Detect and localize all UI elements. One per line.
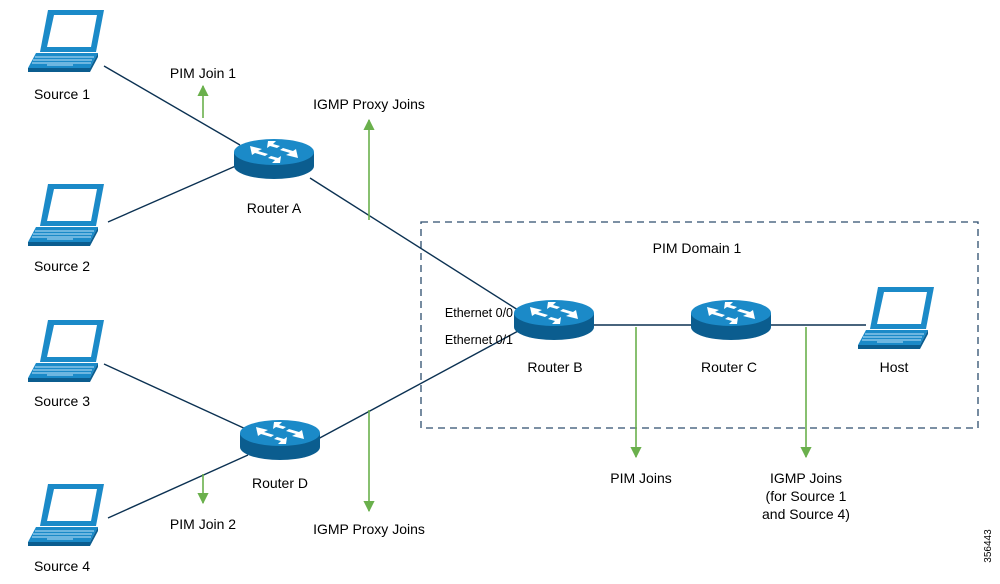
router-a-icon [234, 139, 314, 179]
link-router-d-router-b [315, 329, 521, 441]
host-label: Host [880, 359, 909, 375]
source2-label: Source 2 [34, 258, 90, 274]
router-c-icon [691, 300, 771, 340]
pim-domain-label: PIM Domain 1 [653, 240, 742, 256]
router-c-label: Router C [701, 359, 757, 375]
link-source4-router-d [107, 454, 249, 519]
source1-label: Source 1 [34, 86, 90, 102]
router-b-label: Router B [527, 359, 582, 375]
pim-join-1-label: PIM Join 1 [170, 65, 236, 81]
figure-id: 356443 [983, 529, 994, 563]
source2-laptop-icon [27, 183, 105, 247]
join-arrows [197, 84, 812, 513]
source4-label: Source 4 [34, 558, 90, 574]
router-d-label: Router D [252, 475, 308, 491]
igmp-joins-label-line2: (for Source 1 [766, 488, 847, 504]
igmp-proxy-joins-bottom-label: IGMP Proxy Joins [313, 521, 425, 537]
router-a-label: Router A [247, 200, 302, 216]
pim-domain-boundary [420, 221, 979, 429]
source4-laptop-icon [27, 483, 105, 547]
igmp-proxy-joins-top-label: IGMP Proxy Joins [313, 96, 425, 112]
pim-join-2-label: PIM Join 2 [170, 516, 236, 532]
host-laptop-icon [857, 286, 935, 350]
ethernet-0-0-label: Ethernet 0/0 [445, 306, 513, 320]
source1-laptop-icon [27, 9, 105, 73]
link-source3-router-d [103, 363, 249, 431]
link-source1-router-a [103, 65, 241, 146]
ethernet-0-1-label: Ethernet 0/1 [445, 333, 513, 347]
router-d-icon [240, 420, 320, 460]
source3-label: Source 3 [34, 393, 90, 409]
network-links [103, 65, 866, 519]
link-source2-router-a [107, 164, 239, 223]
source3-laptop-icon [27, 319, 105, 383]
igmp-joins-label-line1: IGMP Joins [770, 470, 842, 486]
igmp-joins-label-line3: and Source 4) [762, 506, 850, 522]
router-b-icon [514, 300, 594, 340]
pim-joins-label: PIM Joins [610, 470, 671, 486]
link-router-a-router-b [309, 177, 519, 311]
